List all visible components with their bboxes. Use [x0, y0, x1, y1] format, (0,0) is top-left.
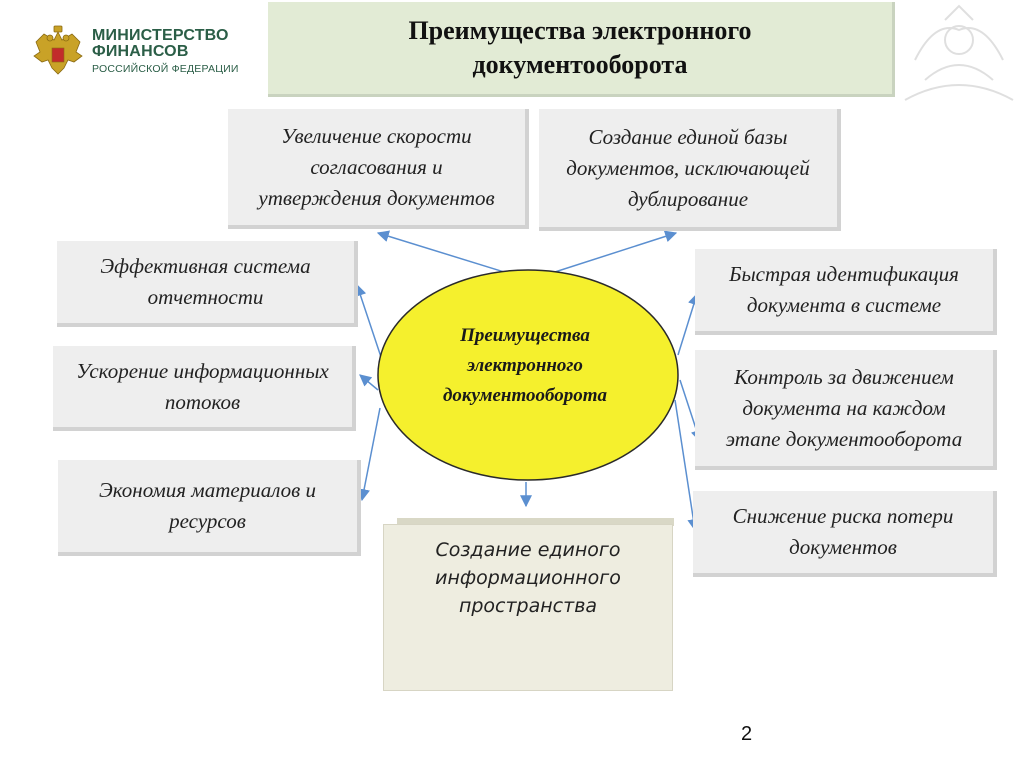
arrow-to-flows	[359, 374, 379, 391]
box-speed: Увеличение скорости согласования и утвер…	[228, 109, 529, 229]
bottom-box-edge	[397, 518, 674, 526]
box-risk: Снижение риска потери документов	[693, 491, 997, 577]
page-number: 2	[741, 723, 753, 745]
logo-text: МИНИСТЕРСТВО ФИНАНСОВ РОССИЙСКОЙ ФЕДЕРАЦ…	[92, 28, 239, 75]
box-economy: Экономия материалов и ресурсов	[58, 460, 361, 556]
double-headed-eagle-icon	[33, 25, 83, 75]
box-control: Контроль за движением документа на каждо…	[695, 350, 997, 470]
ministry-logo	[30, 22, 250, 82]
box-identification: Быстрая идентификация документа в систем…	[695, 249, 997, 335]
arrow-to-identification	[677, 292, 700, 356]
center-label: Преимущества электронного документооборо…	[442, 325, 608, 406]
arrow-to-risk	[674, 399, 700, 532]
logo-line-3: РОССИЙСКОЙ ФЕДЕРАЦИИ	[92, 63, 239, 75]
logo-line-1: МИНИСТЕРСТВО	[92, 27, 229, 44]
center-ellipse	[377, 269, 679, 481]
arrow-to-economy	[358, 407, 381, 502]
box-flows: Ускорение информационных потоков	[53, 346, 356, 431]
watermark-emblem-icon	[904, 4, 1014, 101]
page-title: Преимущества электронного документооборо…	[408, 16, 752, 79]
box-space: Создание единого информационного простра…	[383, 524, 673, 691]
title-box: Преимущества электронного документооборо…	[268, 2, 895, 97]
box-reporting: Эффективная система отчетности	[57, 241, 358, 327]
logo-line-2: ФИНАНСОВ	[92, 43, 189, 60]
box-database: Создание единой базы документов, исключа…	[539, 109, 841, 231]
arrow-to-reporting	[354, 283, 383, 361]
